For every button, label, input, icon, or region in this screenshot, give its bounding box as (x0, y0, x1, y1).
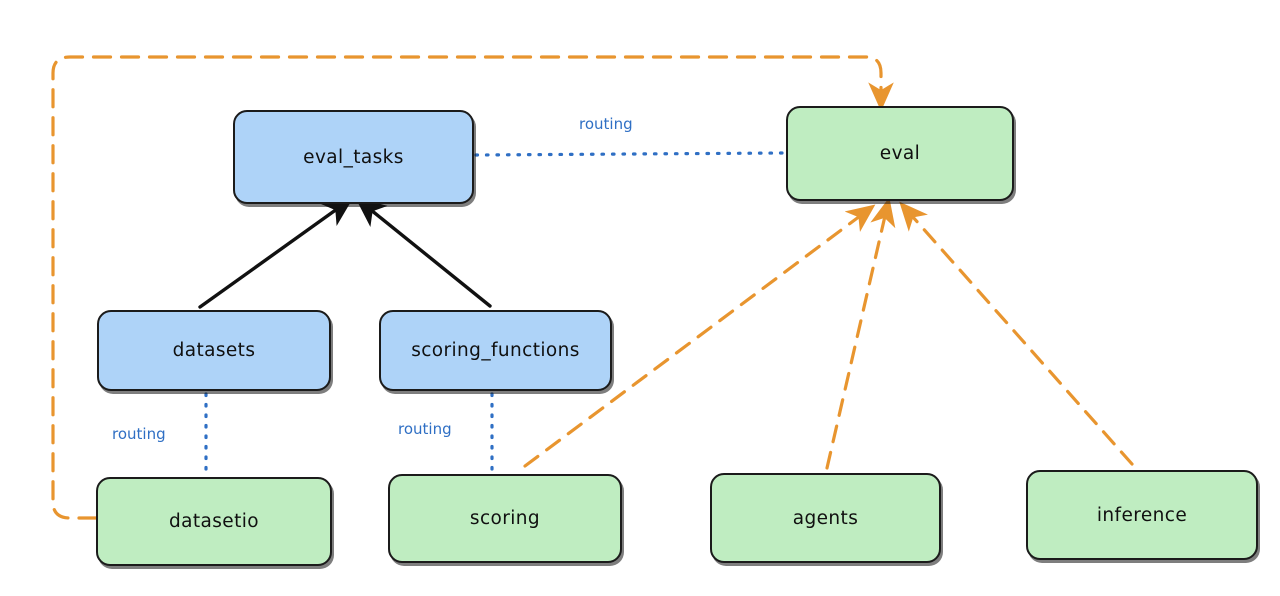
node-label-scoring: scoring (469, 508, 541, 529)
node-scoring[interactable]: scoring (388, 474, 622, 563)
node-label-inference: inference (1096, 504, 1188, 526)
node-scoring-functions[interactable]: scoring_functions (379, 310, 612, 391)
node-label-datasetio: datasetio (168, 511, 259, 532)
edge-datasets-to-eval_tasks (198, 197, 354, 309)
edge-inference-to-eval (899, 201, 1134, 466)
node-agents[interactable]: agents (710, 473, 941, 563)
edge-label-routing-eval: routing (579, 115, 633, 133)
node-datasetio[interactable]: datasetio (96, 477, 332, 566)
node-label-agents: agents (792, 507, 859, 529)
node-eval-tasks[interactable]: eval_tasks (233, 110, 474, 204)
edge-label-routing-scoring: routing (398, 420, 452, 438)
node-label-eval: eval (879, 143, 921, 164)
node-datasets[interactable]: datasets (97, 310, 331, 391)
node-label-scoring-functions: scoring_functions (411, 340, 580, 361)
edge-scoring-to-eval (523, 204, 876, 468)
node-label-datasets: datasets (172, 340, 256, 361)
edge-agents-to-eval (825, 197, 896, 470)
node-eval[interactable]: eval (786, 106, 1014, 201)
edge-label-routing-datasetio: routing (112, 425, 166, 443)
edge-eval_tasks-to-eval (474, 151, 785, 157)
node-inference[interactable]: inference (1026, 470, 1258, 560)
edge-datasetio-to-eval (51, 55, 894, 520)
edge-scoring_functions-to-eval_tasks (355, 197, 492, 308)
node-label-eval-tasks: eval_tasks (303, 146, 404, 168)
